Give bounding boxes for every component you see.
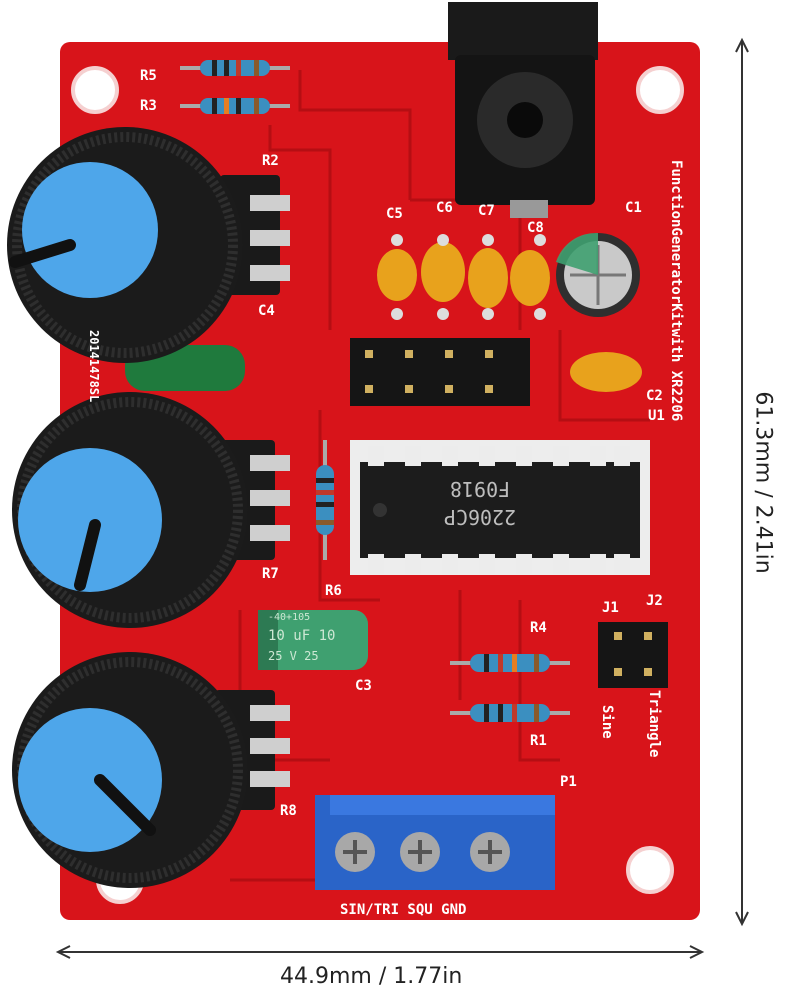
silk-u1: U1 [648,408,665,424]
cap-voltage: 25 V 25 [268,649,319,663]
knob-icon [7,127,248,888]
silk-j2: J2 [646,593,663,609]
silk-r4: R4 [530,620,547,636]
silk-terminal: SIN/TRI SQU GND [340,902,466,918]
height-dimension-label: 61.3mm / 2.41in [750,391,776,574]
ceramic-capacitor-icon [377,234,642,392]
silk-triangle: Triangle [646,690,662,757]
silk-c2: C2 [646,388,663,404]
screw-terminal-icon [315,795,555,890]
silk-r8: R8 [280,803,297,819]
silk-p1: P1 [560,774,577,790]
silk-c7: C7 [478,203,495,219]
dip-chip-icon [350,440,650,575]
silk-c3: C3 [355,678,372,694]
silk-c4: C4 [258,303,275,319]
silk-c1: C1 [625,200,642,216]
silk-j1: J1 [602,600,619,616]
silk-r7: R7 [262,566,279,582]
resistor-icon [180,60,570,722]
board-title: FunctionGeneratorKitwith XR2206 [668,160,684,421]
silk-c6: C6 [436,200,453,216]
silk-r6: R6 [325,583,342,599]
silk-c8: C8 [527,220,544,236]
board-side-code: 20141478SL [87,330,101,402]
silk-sine: Sine [599,705,615,739]
silk-r1: R1 [530,733,547,749]
silk-r3: R3 [140,98,157,114]
silk-c5: C5 [386,206,403,222]
chip-line1: 2206CP [444,505,516,529]
chip-line2: F0918 [450,477,510,501]
silk-r5: R5 [140,68,157,84]
cap-temp: -40+105 [268,612,310,623]
pin-header-icon [350,338,668,688]
width-dimension-label: 44.9mm / 1.77in [280,964,463,989]
dc-jack-icon [448,2,598,218]
silk-r2: R2 [262,153,279,169]
cap-label: 10 uF 10 [268,628,335,644]
